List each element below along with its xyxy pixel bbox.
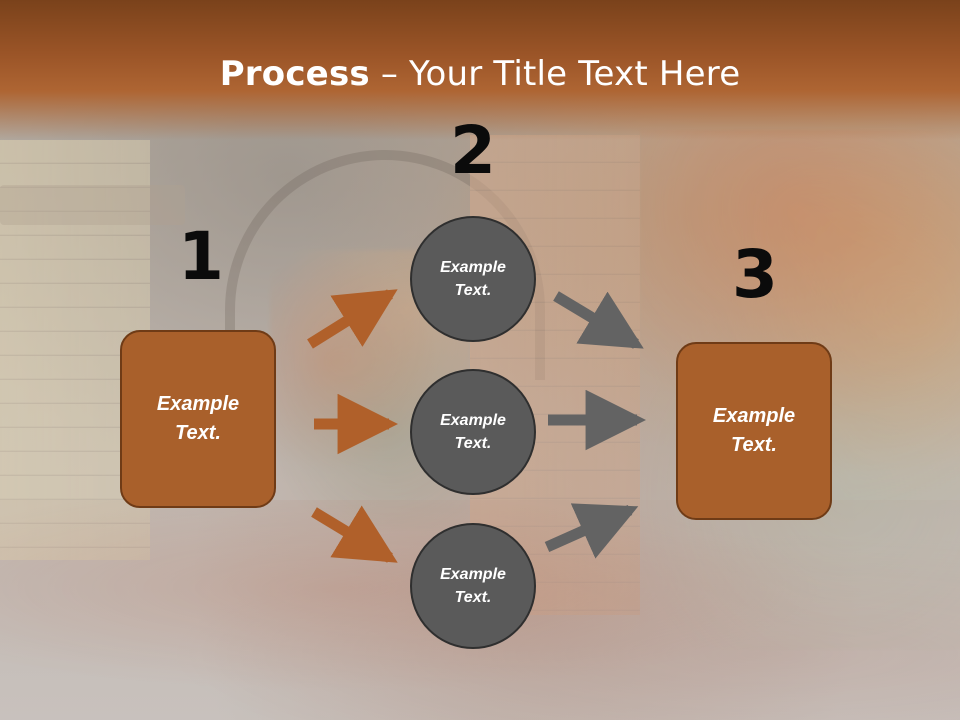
background-pillar-cap bbox=[0, 185, 185, 225]
step-number-3: 3 bbox=[732, 236, 778, 313]
slide-title: Process – Your Title Text Here bbox=[0, 52, 960, 96]
title-rest: – Your Title Text Here bbox=[369, 54, 741, 94]
header-band bbox=[0, 0, 960, 140]
step-number-2: 2 bbox=[450, 112, 496, 189]
step-number-1: 1 bbox=[178, 218, 224, 295]
title-bold: Process bbox=[219, 54, 370, 94]
